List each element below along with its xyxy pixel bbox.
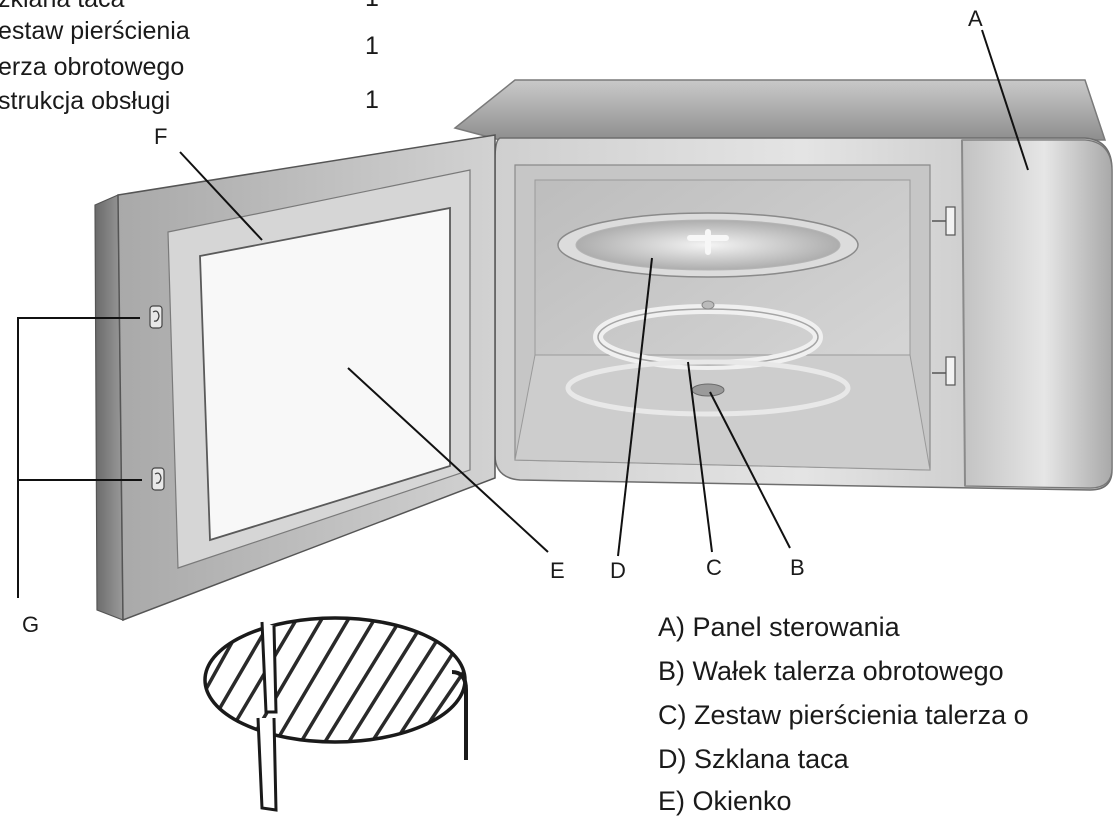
panel-divider xyxy=(961,139,966,487)
callout-line-e xyxy=(347,367,549,553)
list-item-name: estaw pierścienia xyxy=(0,17,190,45)
callout-label-g: G xyxy=(22,612,40,637)
callout-line-f xyxy=(179,151,263,241)
shaft-top xyxy=(701,300,715,310)
callout-line-b xyxy=(709,391,791,549)
door-latch-lower xyxy=(151,467,165,491)
list-item-name: erza obrotowego xyxy=(0,53,185,81)
callout-line-g-upper xyxy=(17,317,140,598)
door-latch-upper xyxy=(149,305,163,329)
rack-leg-back xyxy=(260,621,278,714)
grill-rack xyxy=(203,616,468,812)
callout-line-c xyxy=(687,361,713,553)
door xyxy=(94,134,496,622)
legend-item: C) Zestaw pierścienia talerza o xyxy=(658,700,1029,731)
legend-text: Okienko xyxy=(692,786,792,816)
legend-item: D) Szklana taca xyxy=(658,744,849,775)
callout-lines xyxy=(17,29,1029,598)
tray-center-cross xyxy=(687,229,729,255)
legend-text: Panel sterowania xyxy=(692,612,900,642)
shaft-coupler xyxy=(691,383,725,397)
legend-item: B) Wałek talerza obrotowego xyxy=(658,656,1004,687)
callout-label-f: F xyxy=(154,124,168,149)
rack-leg-left xyxy=(256,717,278,812)
callout-label-b: B xyxy=(790,555,805,580)
legend-letter: C) xyxy=(658,700,687,730)
legend-letter: D) xyxy=(658,744,687,774)
callout-label-c: C xyxy=(706,555,722,580)
control-panel xyxy=(961,139,1113,489)
microwave-body xyxy=(453,79,1113,491)
callout-line-d xyxy=(617,257,653,557)
legend-letter: A) xyxy=(658,612,685,642)
legend-item: A) Panel sterowania xyxy=(658,612,900,643)
legend-text: Wałek talerza obrotowego xyxy=(692,656,1004,686)
callout-line-a xyxy=(981,29,1029,171)
legend-letter: B) xyxy=(658,656,685,686)
callout-label-e: E xyxy=(550,558,565,583)
list-item-qty: 1 xyxy=(365,32,379,60)
rack-leg-right xyxy=(451,670,468,760)
list-item-qty: 1 xyxy=(365,0,379,13)
latch-slot-upper xyxy=(932,206,956,236)
roller-track xyxy=(565,359,851,417)
latch-slot-lower xyxy=(932,356,956,386)
legend-text: Szklana taca xyxy=(694,744,849,774)
callout-label-a: A xyxy=(968,6,983,31)
list-item-name: strukcja obsługi xyxy=(0,87,171,115)
legend-letter: E) xyxy=(658,786,685,816)
door-window xyxy=(199,206,451,542)
legend-item: E) Okienko xyxy=(658,786,792,817)
callout-label-d: D xyxy=(610,558,626,583)
list-item-name: zklana taca xyxy=(0,0,124,14)
legend-text: Zestaw pierścienia talerza o xyxy=(694,700,1029,730)
list-item-qty: 1 xyxy=(365,86,379,114)
